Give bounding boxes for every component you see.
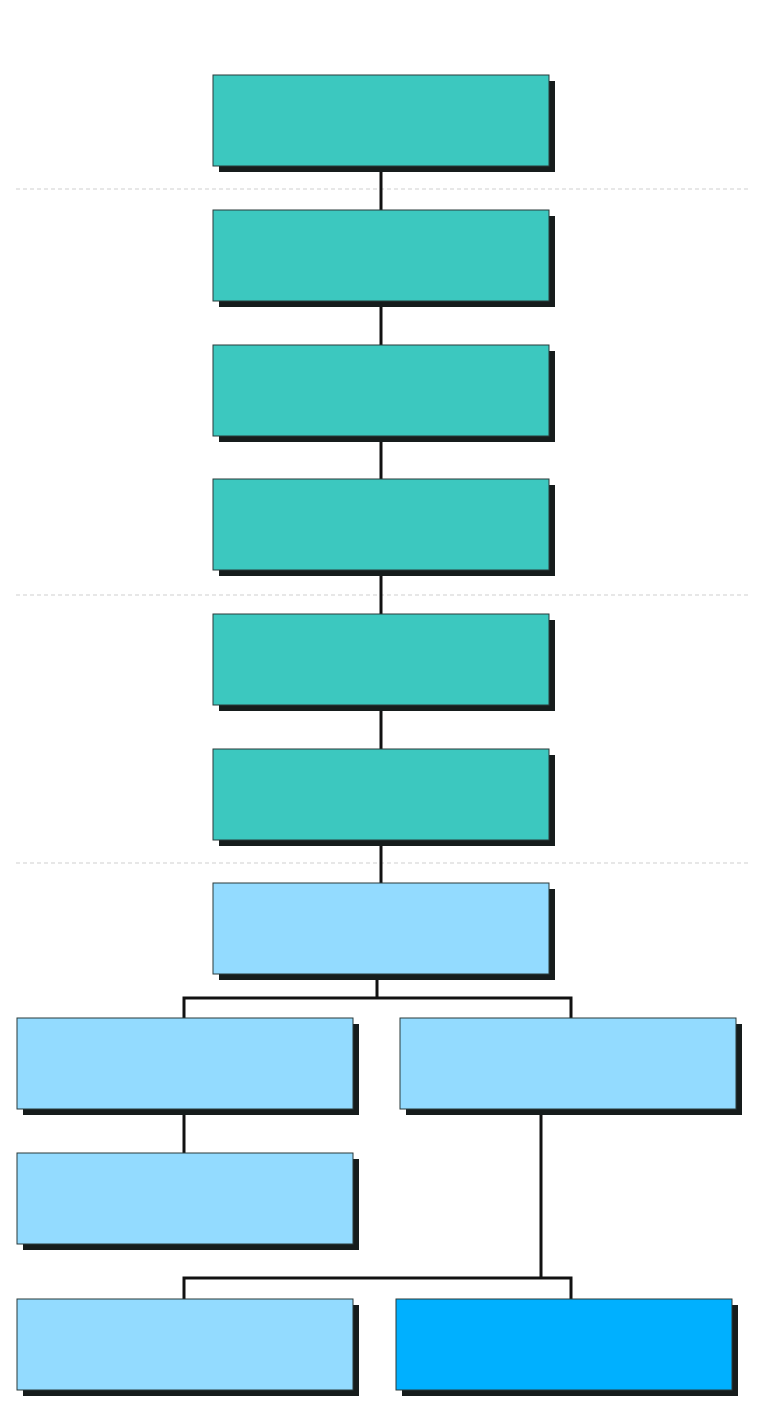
node-box <box>212 209 550 302</box>
connector-n7-n9 <box>375 974 573 1018</box>
node-10 <box>16 1152 359 1250</box>
node-4 <box>212 478 555 576</box>
connector-n9-n12 <box>539 1109 573 1299</box>
node-box <box>212 344 550 437</box>
connector-n7-n8 <box>182 974 379 1018</box>
node-11 <box>16 1298 359 1396</box>
node-box <box>212 74 550 167</box>
node-8 <box>16 1017 359 1115</box>
node-box <box>16 1152 354 1245</box>
connector-lines <box>182 166 573 1299</box>
node-box <box>212 478 550 571</box>
node-box <box>212 613 550 706</box>
node-box <box>212 882 550 975</box>
node-12 <box>395 1298 738 1396</box>
node-5 <box>212 613 555 711</box>
node-box <box>212 748 550 841</box>
node-6 <box>212 748 555 846</box>
nodes <box>16 74 742 1396</box>
node-box <box>399 1017 737 1110</box>
node-box <box>16 1017 354 1110</box>
node-1 <box>212 74 555 172</box>
node-9 <box>399 1017 742 1115</box>
node-box <box>395 1298 733 1391</box>
node-3 <box>212 344 555 442</box>
node-7 <box>212 882 555 980</box>
node-2 <box>212 209 555 307</box>
node-box <box>16 1298 354 1391</box>
